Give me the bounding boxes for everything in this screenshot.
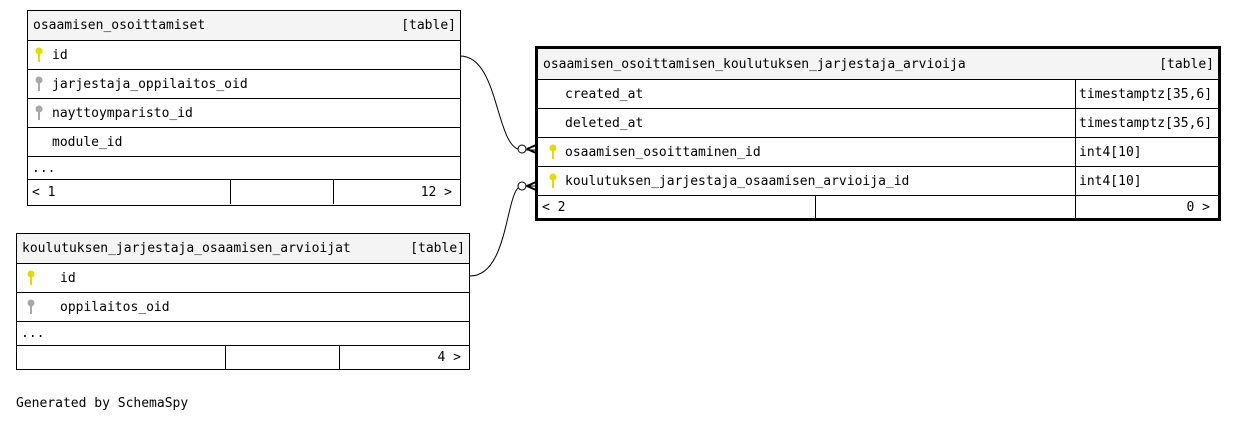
table-header[interactable]: osaamisen_osoittamiset [table] [28, 11, 460, 41]
primary-key-icon [34, 47, 44, 63]
column-name: nayttoymparisto_id [52, 105, 193, 121]
table-header[interactable]: osaamisen_osoittamisen_koulutuksen_jarje… [538, 49, 1218, 80]
ellipsis-text: ... [32, 160, 56, 176]
column-name: created_at [565, 86, 644, 102]
parent-count[interactable]: < 1 [32, 184, 56, 200]
generated-by-label: Generated by SchemaSpy [16, 396, 189, 411]
footer-divider [230, 180, 231, 204]
more-columns-indicator: ... [17, 322, 469, 346]
column-name: koulutuksen_jarjestaja_osaamisen_arvioij… [565, 173, 910, 189]
primary-key-icon [26, 270, 36, 286]
column-row[interactable]: module_id [28, 128, 460, 157]
column-name: jarjestaja_oppilaitos_oid [52, 76, 248, 92]
table-osaamisen-osoittamisen-koulutuksen-jarjestaja-arvioija[interactable]: osaamisen_osoittamisen_koulutuksen_jarje… [535, 46, 1221, 221]
footer-divider [339, 346, 340, 369]
column-row[interactable]: nayttoymparisto_id [28, 99, 460, 128]
column-row[interactable]: koulutuksen_jarjestaja_osaamisen_arvioij… [538, 167, 1218, 196]
secondary-key-icon [34, 76, 44, 92]
table-kind-label: [table] [410, 241, 465, 256]
primary-key-icon [548, 144, 558, 160]
table-kind-label: [table] [401, 18, 456, 33]
secondary-key-icon [34, 105, 44, 121]
column-name: oppilaitos_oid [60, 299, 170, 315]
edge-end-circle [517, 181, 527, 191]
column-type: int4[10] [1075, 167, 1218, 195]
child-count[interactable]: 0 > [1186, 199, 1210, 215]
column-type: timestamptz[35,6] [1075, 109, 1218, 137]
parent-count[interactable]: < 2 [542, 199, 566, 215]
table-name: koulutuksen_jarjestaja_osaamisen_arvioij… [22, 241, 351, 256]
column-row[interactable]: jarjestaja_oppilaitos_oid [28, 70, 460, 99]
column-name: id [60, 270, 76, 286]
more-columns-indicator: ... [28, 157, 460, 180]
column-name: id [52, 47, 68, 63]
footer-divider [225, 346, 226, 369]
column-type: int4[10] [1075, 138, 1218, 166]
table-name: osaamisen_osoittamiset [33, 18, 206, 33]
column-row[interactable]: created_at timestamptz[35,6] [538, 80, 1218, 109]
footer-divider [1075, 196, 1076, 218]
column-row[interactable]: deleted_at timestamptz[35,6] [538, 109, 1218, 138]
table-kind-label: [table] [1159, 56, 1214, 72]
column-type: timestamptz[35,6] [1075, 80, 1218, 108]
table-osaamisen-osoittamiset[interactable]: osaamisen_osoittamiset [table] id jarjes… [27, 10, 461, 206]
column-row[interactable]: id [28, 41, 460, 70]
crowfoot-arvioija [526, 181, 537, 191]
edge-end-circle [517, 144, 527, 154]
primary-key-icon [548, 173, 558, 189]
footer-divider [815, 196, 816, 218]
child-count[interactable]: 12 > [420, 184, 452, 200]
fk-edge-arvioija [469, 185, 536, 277]
column-name: deleted_at [565, 115, 644, 131]
ellipsis-text: ... [21, 326, 45, 341]
column-row[interactable]: osaamisen_osoittaminen_id int4[10] [538, 138, 1218, 167]
child-count[interactable]: 4 > [437, 350, 461, 365]
fk-edge-osoittaminen [459, 55, 536, 151]
table-koulutuksen-jarjestaja-osaamisen-arvioijat[interactable]: koulutuksen_jarjestaja_osaamisen_arvioij… [16, 233, 470, 370]
crowfoot-osoittaminen [526, 144, 537, 154]
secondary-key-icon [26, 299, 36, 315]
column-row[interactable]: oppilaitos_oid [17, 293, 469, 322]
table-footer: < 1 12 > [28, 180, 460, 204]
table-footer: 4 > [17, 346, 469, 369]
column-name: osaamisen_osoittaminen_id [565, 144, 761, 160]
column-name: module_id [52, 134, 123, 150]
column-row[interactable]: id [17, 264, 469, 293]
table-header[interactable]: koulutuksen_jarjestaja_osaamisen_arvioij… [17, 234, 469, 264]
table-footer: < 2 0 > [538, 196, 1218, 218]
table-name: osaamisen_osoittamisen_koulutuksen_jarje… [543, 56, 966, 72]
footer-divider [333, 180, 334, 204]
